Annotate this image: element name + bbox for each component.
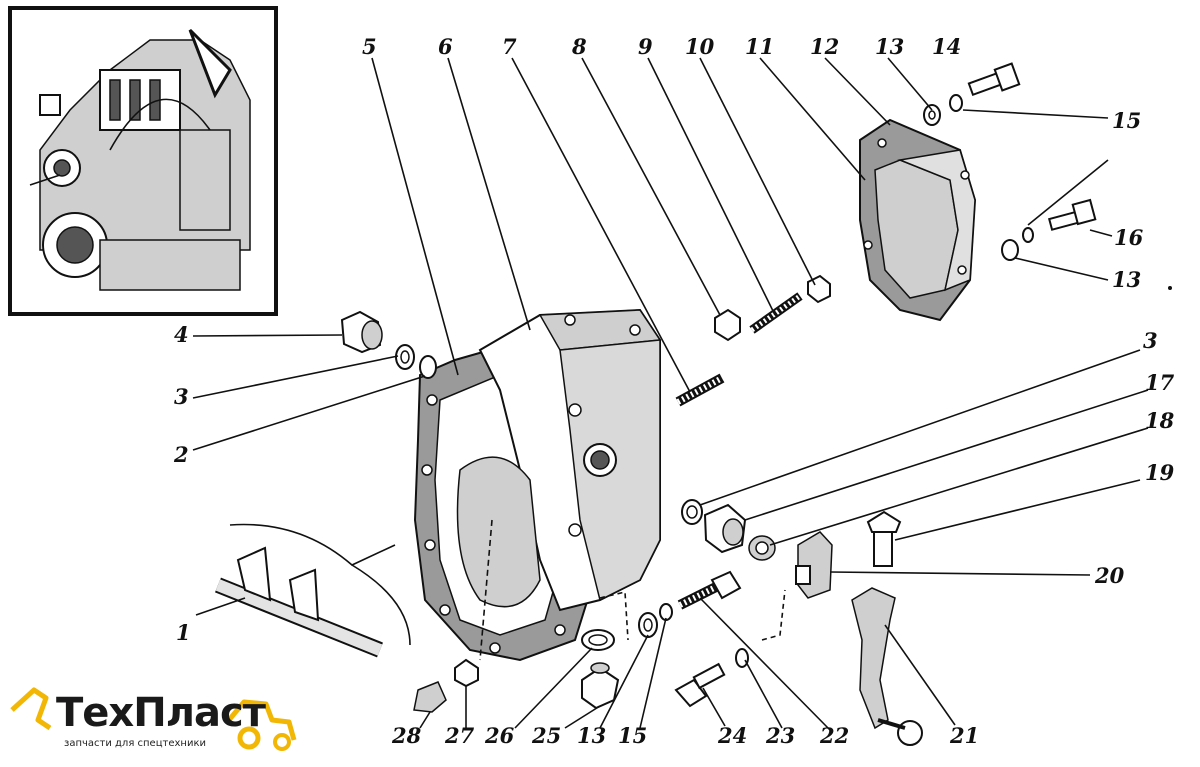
bolt-14 — [967, 62, 1021, 97]
nut-10 — [807, 274, 831, 304]
bolt-16 — [1047, 198, 1097, 231]
label-27: 27 — [444, 723, 475, 748]
nut-8 — [714, 308, 741, 342]
label-23: 23 — [765, 723, 795, 748]
label-12: 12 — [810, 34, 839, 59]
label-25: 25 — [531, 723, 561, 748]
stud-7 — [675, 373, 725, 407]
washer-13-top — [923, 104, 941, 126]
label-9: 9 — [638, 34, 653, 59]
top-cover — [859, 118, 977, 322]
spring-washer-15-right — [1022, 227, 1034, 243]
washer-2 — [419, 355, 437, 379]
label-5: 5 — [362, 34, 377, 59]
label-20: 20 — [1094, 563, 1125, 588]
plug-4 — [340, 310, 383, 354]
label-21: 21 — [949, 723, 979, 748]
label-16: 16 — [1114, 225, 1144, 250]
plug-25 — [581, 662, 620, 710]
washer-26 — [581, 629, 615, 651]
label-3: 3 — [174, 384, 189, 409]
gear-housing — [456, 308, 662, 612]
label-13-bottom: 13 — [577, 723, 606, 748]
shift-fork-shaft-1 — [215, 523, 411, 658]
label-3-right: 3 — [1143, 328, 1158, 353]
label-13-right: 13 — [1112, 267, 1141, 292]
label-1: 1 — [176, 620, 191, 645]
engine-inset-illustration — [8, 6, 278, 316]
label-15-bottom: 15 — [618, 723, 647, 748]
bolt-24 — [674, 662, 726, 708]
logo-name: ТехПласт — [56, 690, 266, 736]
bolt-19 — [866, 510, 902, 567]
part-labels: 1 2 3 4 5 6 7 8 9 10 11 12 13 14 15 16 1… — [173, 34, 1175, 748]
label-14: 14 — [932, 34, 961, 59]
label-15-top: 15 — [1112, 108, 1141, 133]
lever-20 — [795, 531, 833, 599]
washer-23 — [735, 648, 749, 668]
spring-washer-15-bottom — [659, 603, 673, 621]
label-13-top: 13 — [875, 34, 904, 59]
label-24: 24 — [717, 723, 747, 748]
bolt-22 — [677, 570, 742, 610]
label-19: 19 — [1145, 460, 1175, 485]
label-11: 11 — [745, 34, 774, 59]
label-8: 8 — [571, 34, 587, 59]
label-26: 26 — [484, 723, 515, 748]
stud-9 — [749, 292, 803, 334]
nut-27 — [454, 658, 479, 688]
label-17: 17 — [1145, 370, 1175, 395]
brand-logo: ТехПласт запчасти для спецтехники — [4, 680, 304, 760]
label-28: 28 — [391, 723, 422, 748]
plug-28 — [413, 681, 447, 713]
label-18: 18 — [1145, 408, 1175, 433]
label-4: 4 — [174, 322, 189, 347]
washer-13-right — [1001, 239, 1019, 261]
washer-3-left — [395, 344, 415, 370]
fitting-17 — [703, 503, 747, 554]
leader-lines — [192, 57, 1149, 731]
label-10: 10 — [685, 34, 715, 59]
label-7: 7 — [502, 34, 517, 59]
label-2: 2 — [173, 442, 189, 467]
label-6: 6 — [438, 34, 453, 59]
bushing-18 — [748, 535, 776, 561]
washer-13-bottom — [638, 612, 658, 638]
logo-tagline: запчасти для спецтехники — [64, 738, 206, 749]
label-22: 22 — [819, 723, 849, 748]
washer-3-right — [681, 499, 703, 525]
spring-washer-15-top — [949, 94, 963, 112]
lever-21 — [851, 587, 923, 746]
